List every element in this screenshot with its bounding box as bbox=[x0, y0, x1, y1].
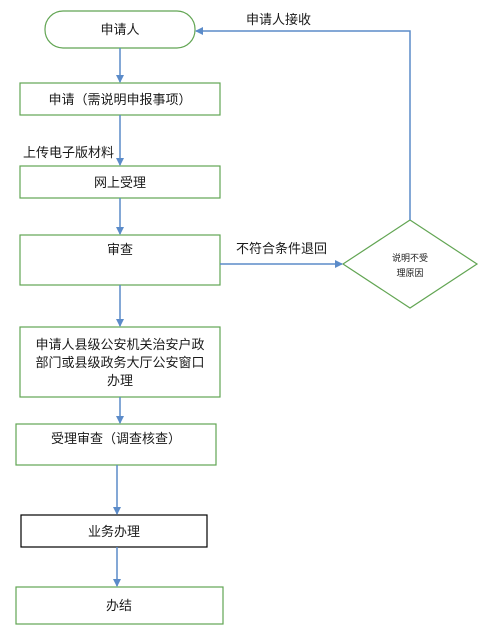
edge-reject-label: 不符合条件退回 bbox=[236, 241, 327, 257]
apply-node-label: 申请（需说明申报事项） bbox=[48, 93, 191, 108]
start-node-label: 申请人 bbox=[100, 23, 139, 38]
handle-node bbox=[19, 326, 221, 398]
finish-node-label: 办结 bbox=[106, 599, 132, 614]
online-node-label: 网上受理 bbox=[94, 176, 146, 191]
business-node bbox=[20, 514, 208, 548]
online-node bbox=[19, 165, 221, 199]
accept-review-node-label: 受理审查（调查核查） bbox=[51, 432, 181, 447]
finish-node bbox=[15, 586, 224, 625]
handle-node-line3: 办理 bbox=[107, 374, 133, 389]
edge-upload-label: 上传电子版材料 bbox=[23, 146, 114, 161]
handle-node-line2: 部门或县级政务大厅公安窗口 bbox=[35, 355, 204, 371]
edge-receive-label: 申请人接收 bbox=[246, 12, 311, 28]
handle-node-line1: 申请人县级公安机关治安户政 bbox=[35, 337, 204, 353]
accept-review-node bbox=[15, 423, 217, 466]
decision-node-line2: 理原因 bbox=[396, 268, 423, 279]
review-node bbox=[19, 234, 221, 286]
arrow-decision-to-start bbox=[195, 27, 411, 220]
review-node-label: 审查 bbox=[107, 243, 133, 258]
decision-node bbox=[341, 219, 479, 309]
decision-node-line1: 说明不受 bbox=[392, 252, 428, 264]
business-node-label: 业务办理 bbox=[88, 524, 140, 540]
apply-node bbox=[19, 82, 221, 116]
